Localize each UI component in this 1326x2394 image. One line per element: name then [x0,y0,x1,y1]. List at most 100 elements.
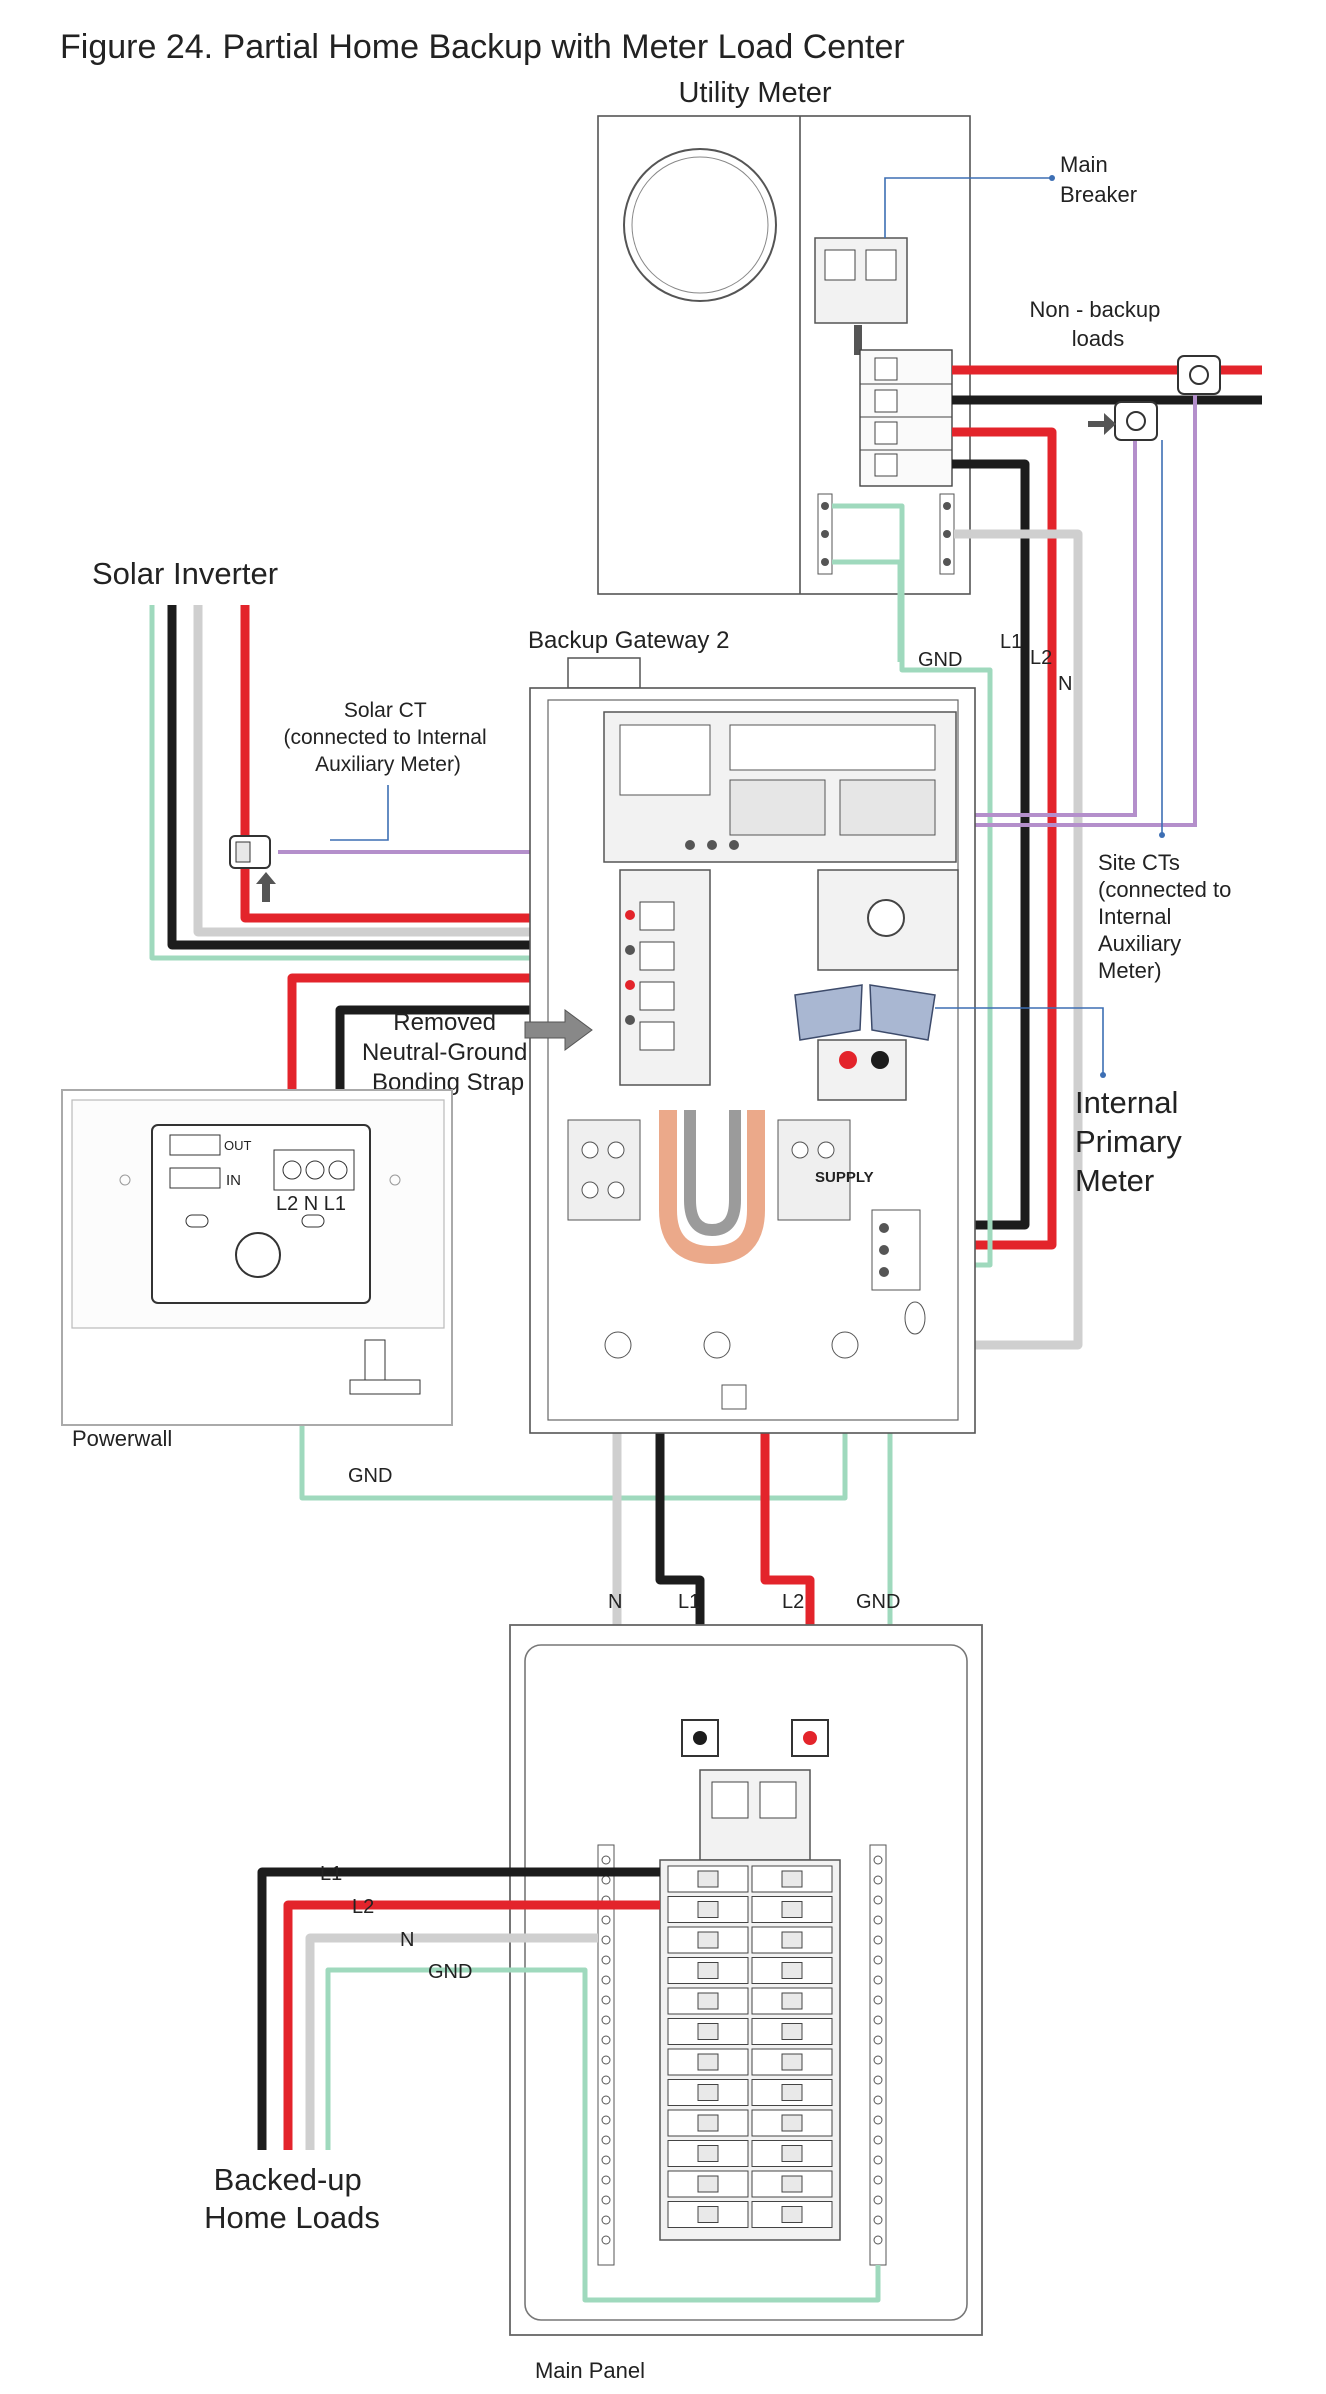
n-label-home: N [400,1929,414,1951]
bus-bar-screw [873,1975,883,1985]
breaker-toggle [781,2114,803,2132]
bus-bar-screw [601,2235,611,2245]
utility-meter [597,115,971,595]
site-cts-label: Site CTs (connected to Internal Auxiliar… [1098,850,1237,983]
bus-bar-screw [601,1915,611,1925]
breaker-slot [667,2201,749,2228]
bus-bar-screw [873,2135,883,2145]
bus-bar-screw [601,1935,611,1945]
out-label: OUT [224,1138,252,1153]
bus-bar-screw [601,2035,611,2045]
l1-label-home: L1 [320,1863,342,1885]
bus-bar-screw [601,2215,611,2225]
bus-bar-screw [873,2155,883,2165]
l1-label-panel: L1 [678,1591,700,1613]
l2-label-gateway: L2 [1030,647,1052,669]
n-label-gateway: N [1058,673,1072,695]
solar-inverter-label: Solar Inverter [92,556,278,591]
backup-gateway: SUPPLY [529,657,976,1434]
bus-bar-screw [601,1975,611,1985]
bus-bar-screw [873,2015,883,2025]
solar-ct-clamp [229,835,276,902]
home-l2-wire [283,1900,660,2150]
main-breaker-label: Main Breaker [1060,152,1137,207]
bus-bar-screw [601,2175,611,2185]
breaker-slot [667,1987,749,2015]
powerwall: OUT IN L2 N L1 [61,1089,453,1426]
bus-bar-screw [601,2015,611,2025]
breaker-toggle [781,2175,803,2193]
breaker-slot [667,1865,749,1893]
breaker-toggle [697,2145,719,2162]
internal-primary-meter-label: Internal Primary Meter [1075,1085,1190,1198]
breaker-toggle [697,2114,719,2132]
bus-bar-screw [601,2055,611,2065]
main-breaker-callout [884,177,1052,238]
breaker-toggle [697,1931,719,1949]
bus-bar-screw [601,2075,611,2085]
backup-gateway-label: Backup Gateway 2 [528,627,729,654]
bus-bar-screw [601,2095,611,2105]
bus-bar-screw [873,2055,883,2065]
gnd-label-home: GND [428,1961,472,1983]
breaker-toggle [781,2206,803,2223]
gnd-label-powerwall: GND [348,1465,392,1487]
breaker-toggle [697,2023,719,2040]
breaker-toggle [697,2053,719,2071]
breaker-toggle [697,1901,719,1918]
breaker-toggle [697,1962,719,1979]
bus-bar-screw [873,2095,883,2105]
breaker-slot [751,1926,833,1954]
bus-bar-screw [601,2155,611,2165]
supply-label: SUPPLY [815,1169,874,1186]
bus-bar-screw [873,2175,883,2185]
breaker-toggle [697,2175,719,2193]
breaker-toggle [781,1962,803,1979]
bus-bar-screw [601,1955,611,1965]
removed-strap-label: Removed Neutral-Ground Bonding Strap [362,1009,534,1096]
meter-branch-breakers [859,349,953,487]
main-panel-label: Main Panel [535,2358,645,2383]
breaker-toggle [697,1992,719,2010]
in-label: IN [226,1172,241,1189]
home-l1-wire [257,1867,660,2150]
primary-meter-callout [935,1007,1104,1075]
breaker-toggle [781,2145,803,2162]
breaker-toggle [781,2084,803,2101]
l2-label-home: L2 [352,1896,374,1918]
breaker-toggle [697,1870,719,1888]
solar-ct-callout [330,785,389,841]
home-neutral-wire [305,1933,598,2150]
bus-bar-screw [873,2235,883,2245]
bus-bar-screw [873,1915,883,1925]
breaker-toggle [781,1931,803,1949]
strap-arrow [524,1009,593,1051]
gnd-label-panel: GND [856,1591,900,1613]
bus-bar-screw [873,1955,883,1965]
n-label-panel: N [608,1591,622,1613]
solar-ct-label: Solar CT (connected to Internal Auxiliar… [284,699,493,776]
bus-bar-screw [873,1895,883,1905]
bus-bar-screw [873,2115,883,2125]
bus-bar-screw [873,1995,883,2005]
breaker-toggle [781,1870,803,1888]
bus-bar-screw [873,2195,883,2205]
bus-bar-screw [873,1855,883,1865]
breaker-slot [751,2018,833,2045]
solar-l2-wire [240,605,630,923]
non-backup-loads-label: Non - backup loads [1030,297,1167,351]
breaker-toggle [697,2084,719,2101]
l1-label-gateway: L1 [1000,631,1022,653]
breaker-toggle [781,1901,803,1918]
bus-bar-screw [601,2115,611,2125]
site-ct-clamps [1088,355,1221,441]
bus-bar-screw [873,2075,883,2085]
backed-up-loads-label: Backed-up Home Loads [204,2162,380,2235]
gnd-label-gateway: GND [918,649,962,671]
solar-l1-wire [167,605,630,950]
breaker-toggle [781,2023,803,2040]
breaker-toggle [781,1992,803,2010]
bus-bar-screw [873,2215,883,2225]
bus-bar-screw [873,2035,883,2045]
